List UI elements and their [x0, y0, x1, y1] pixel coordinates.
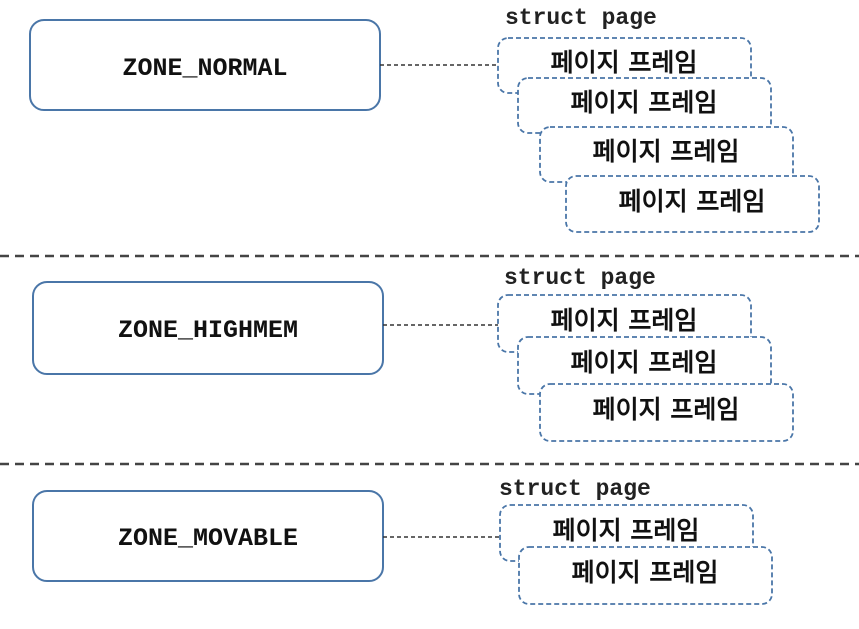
zone-label-movable: ZONE_MOVABLE — [118, 524, 298, 553]
page-frame-label: 페이지 프레임 — [572, 558, 719, 587]
zone-section-movable: ZONE_MOVABLE struct page 페이지 프레임 페이지 프레임 — [32, 476, 773, 605]
page-frame-label: 페이지 프레임 — [551, 306, 698, 335]
zone-section-normal: ZONE_NORMAL struct page 페이지 프레임 페이지 프레임 … — [29, 5, 820, 233]
page-frame-movable-2: 페이지 프레임 — [518, 546, 773, 605]
zone-label-normal: ZONE_NORMAL — [122, 54, 287, 83]
zone-box-highmem — [32, 281, 384, 375]
struct-page-label-highmem: struct page — [504, 265, 656, 291]
page-frame-label: 페이지 프레임 — [619, 187, 766, 216]
page-frame-label: 페이지 프레임 — [571, 348, 718, 377]
page-frame-label: 페이지 프레임 — [553, 516, 700, 545]
page-frame-normal-3: 페이지 프레임 — [539, 126, 794, 183]
struct-page-label-movable: struct page — [499, 476, 651, 502]
zone-box-movable — [32, 490, 384, 582]
page-frame-label: 페이지 프레임 — [593, 137, 740, 166]
page-frame-label: 페이지 프레임 — [571, 88, 718, 117]
page-frame-label: 페이지 프레임 — [551, 48, 698, 77]
struct-page-label-normal: struct page — [505, 5, 657, 31]
page-frame-highmem-3: 페이지 프레임 — [539, 383, 794, 442]
zone-section-highmem: ZONE_HIGHMEM struct page 페이지 프레임 페이지 프레임… — [32, 265, 794, 442]
page-frame-normal-4: 페이지 프레임 — [565, 175, 820, 233]
page-frame-label: 페이지 프레임 — [593, 395, 740, 424]
page-frame-normal-2: 페이지 프레임 — [517, 77, 772, 134]
zone-label-highmem: ZONE_HIGHMEM — [118, 316, 298, 345]
